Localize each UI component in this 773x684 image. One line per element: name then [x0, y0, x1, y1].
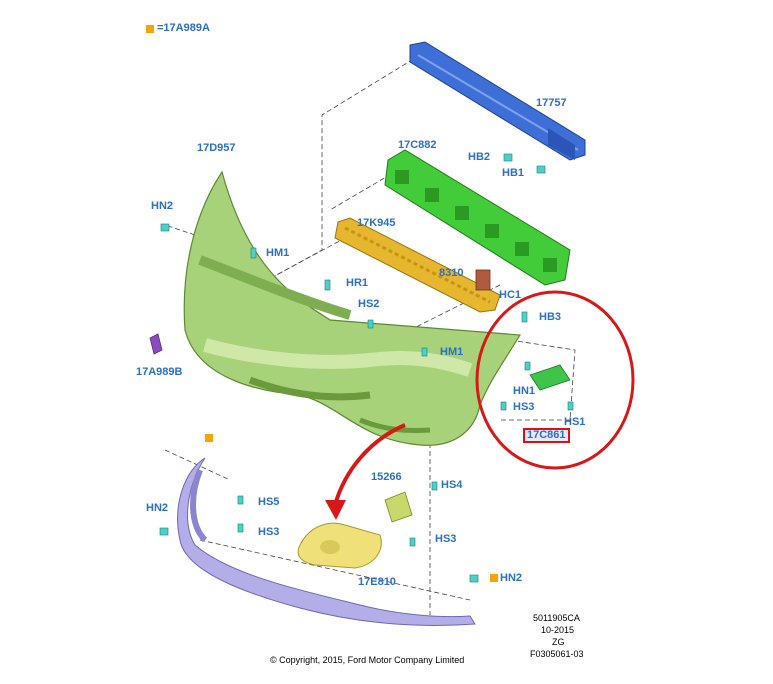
callout-15266: 15266 [371, 471, 402, 483]
callout-hn1: HN1 [513, 385, 536, 397]
bumper-beam-17757 [409, 41, 586, 161]
callout-hs4: HS4 [441, 479, 463, 491]
highlight-ellipse [475, 290, 635, 470]
callout-17e810: 17E810 [358, 576, 396, 588]
callout-hm1-mid: HM1 [440, 346, 464, 358]
lower-skirt [177, 457, 476, 626]
bracket-15266 [384, 491, 413, 523]
callout-17757: 17757 [536, 97, 567, 109]
callout-hs5: HS5 [258, 496, 280, 508]
energy-absorber-17C882 [384, 149, 571, 286]
callout-hn2-left: HN2 [146, 502, 169, 514]
grille-insert-17E810 [297, 522, 382, 569]
callout-hn2-top: HN2 [151, 200, 174, 212]
drawing-reference: F0305061-03 [530, 649, 584, 659]
callout-hr1: HR1 [346, 277, 369, 289]
drawing-zg: ZG [552, 637, 565, 647]
red-arrow [325, 423, 406, 520]
bracket-8310 [475, 269, 491, 291]
legend-label: =17A989A [157, 22, 210, 34]
part-17A989B [149, 333, 163, 355]
callout-hs3-bottom: HS3 [435, 533, 457, 545]
drawing-date: 10-2015 [541, 625, 575, 635]
sensor-bracket-17C861 [529, 364, 571, 391]
callout-hs3-left: HS3 [258, 526, 280, 538]
callout-17c882: 17C882 [398, 139, 437, 151]
callout-17a989b: 17A989B [136, 366, 183, 378]
callout-hb3: HB3 [539, 311, 562, 323]
orange-markers [205, 434, 498, 582]
callout-hn2-bottom: HN2 [500, 572, 523, 584]
callout-17d957: 17D957 [197, 142, 236, 154]
reinforcement-17K945 [334, 217, 501, 313]
fasteners [159, 153, 574, 583]
callout-hb1: HB1 [502, 167, 525, 179]
callout-hs1: HS1 [564, 416, 586, 428]
bumper-cover-17D957 [183, 170, 522, 446]
callout-hs3-right: HS3 [513, 401, 535, 413]
drawing-code: 5011905CA [533, 613, 580, 623]
callout-hs2: HS2 [358, 298, 380, 310]
callout-hc1: HC1 [499, 289, 522, 301]
callout-hm1-top: HM1 [266, 247, 290, 259]
callout-8310: 8310 [439, 267, 464, 279]
copyright-notice: © Copyright, 2015, Ford Motor Company Li… [270, 655, 465, 665]
callout-17c861: 17C861 [523, 428, 570, 443]
legend-marker [146, 25, 154, 33]
callout-17k945: 17K945 [357, 217, 396, 229]
callout-hb2: HB2 [468, 151, 491, 163]
